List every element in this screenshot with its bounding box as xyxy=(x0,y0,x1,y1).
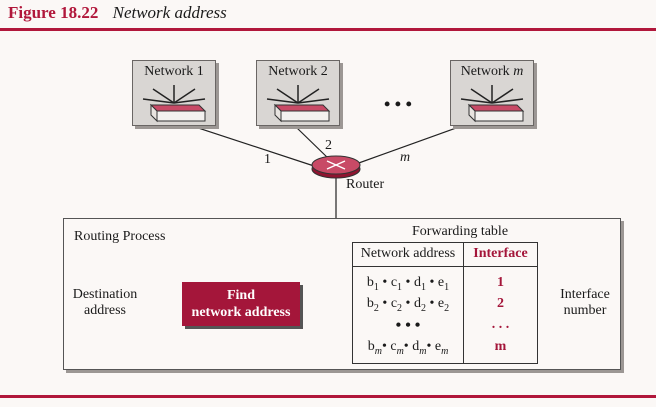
table-row-1-interface: 1 xyxy=(497,275,504,290)
link-network-m xyxy=(355,122,471,165)
destination-address-label: Destination address xyxy=(72,287,138,318)
find-network-address-box: Find network address xyxy=(182,282,300,326)
network-2-label: Network 2 xyxy=(268,64,328,79)
switch-icon xyxy=(460,85,525,123)
table-row-2-interface: 2 xyxy=(497,296,504,311)
column-header-interface: Interface xyxy=(473,246,528,261)
table-row-3-network: • • • xyxy=(395,317,421,334)
network-1-label: Network 1 xyxy=(144,64,204,79)
link-label-2: 2 xyxy=(325,138,332,153)
router-icon xyxy=(311,155,361,179)
table-header xyxy=(353,243,537,267)
bottom-rule xyxy=(0,395,656,398)
table-row-4-network: bm• cm• dm• em xyxy=(367,339,449,357)
forwarding-table-caption: Forwarding table xyxy=(412,224,509,239)
forwarding-table: Network address Interface b1 • c1 • d1 •… xyxy=(352,242,538,364)
figure-title: Network address xyxy=(112,3,227,22)
table-row-3-interface: . . . xyxy=(491,317,510,332)
network-m-box: Network m xyxy=(450,60,534,126)
top-rule xyxy=(0,28,656,31)
router-label: Router xyxy=(346,177,385,192)
figure-header: Figure 18.22 Network address xyxy=(8,3,227,23)
link-network-2 xyxy=(296,127,331,161)
link-label-1: 1 xyxy=(264,152,271,167)
switch-icon xyxy=(266,85,331,123)
network-m-label: Network m xyxy=(460,64,524,79)
network-1-box: Network 1 xyxy=(132,60,216,126)
networks-ellipsis: • • • xyxy=(384,94,412,114)
figure-number: Figure 18.22 xyxy=(8,3,99,22)
link-label-m: m xyxy=(400,150,411,165)
network-2-box: Network 2 xyxy=(256,60,340,126)
routing-process-title: Routing Process xyxy=(74,229,166,244)
table-row-4-interface: m xyxy=(494,339,507,354)
interface-number-label: Interface number xyxy=(560,287,610,318)
column-header-network-address: Network address xyxy=(360,246,456,261)
link-network-1 xyxy=(179,121,315,167)
table-row-2-network: b2 • c2 • d2 • e2 xyxy=(366,296,450,314)
switch-icon xyxy=(142,85,207,123)
table-row-1-network: b1 • c1 • d1 • e1 xyxy=(366,275,450,293)
